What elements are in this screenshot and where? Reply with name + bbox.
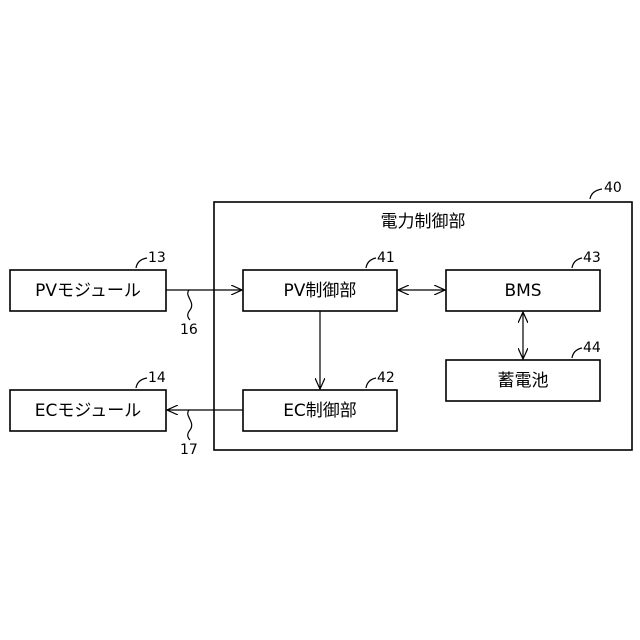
bms-block: BMS xyxy=(446,270,600,311)
ref-40: 40 xyxy=(590,180,622,199)
ec-module-block: ECモジュール xyxy=(10,390,166,431)
pv-module-label: PVモジュール xyxy=(35,281,141,301)
ref-13: 13 xyxy=(136,250,166,268)
ec-controller-label: EC制御部 xyxy=(283,401,357,421)
svg-text:16: 16 xyxy=(180,322,198,338)
svg-text:41: 41 xyxy=(377,250,395,266)
svg-text:42: 42 xyxy=(377,370,395,386)
battery-block: 蓄電池 xyxy=(446,360,600,401)
ref-16: 16 xyxy=(180,290,198,338)
pv-controller-label: PV制御部 xyxy=(284,281,357,301)
bms-label: BMS xyxy=(504,281,541,301)
svg-text:13: 13 xyxy=(148,250,166,266)
svg-text:17: 17 xyxy=(180,442,198,458)
svg-text:14: 14 xyxy=(148,370,166,386)
svg-text:43: 43 xyxy=(583,250,601,266)
pv-controller-block: PV制御部 xyxy=(243,270,397,311)
ref-14: 14 xyxy=(136,370,166,388)
svg-text:44: 44 xyxy=(583,340,601,356)
pv-module-block: PVモジュール xyxy=(10,270,166,311)
battery-label: 蓄電池 xyxy=(498,371,549,391)
ec-module-label: ECモジュール xyxy=(35,401,141,421)
ref-17: 17 xyxy=(180,410,198,458)
power-control-unit-label: 電力制御部 xyxy=(381,212,466,232)
svg-text:40: 40 xyxy=(604,180,622,196)
ec-controller-block: EC制御部 xyxy=(243,390,397,431)
